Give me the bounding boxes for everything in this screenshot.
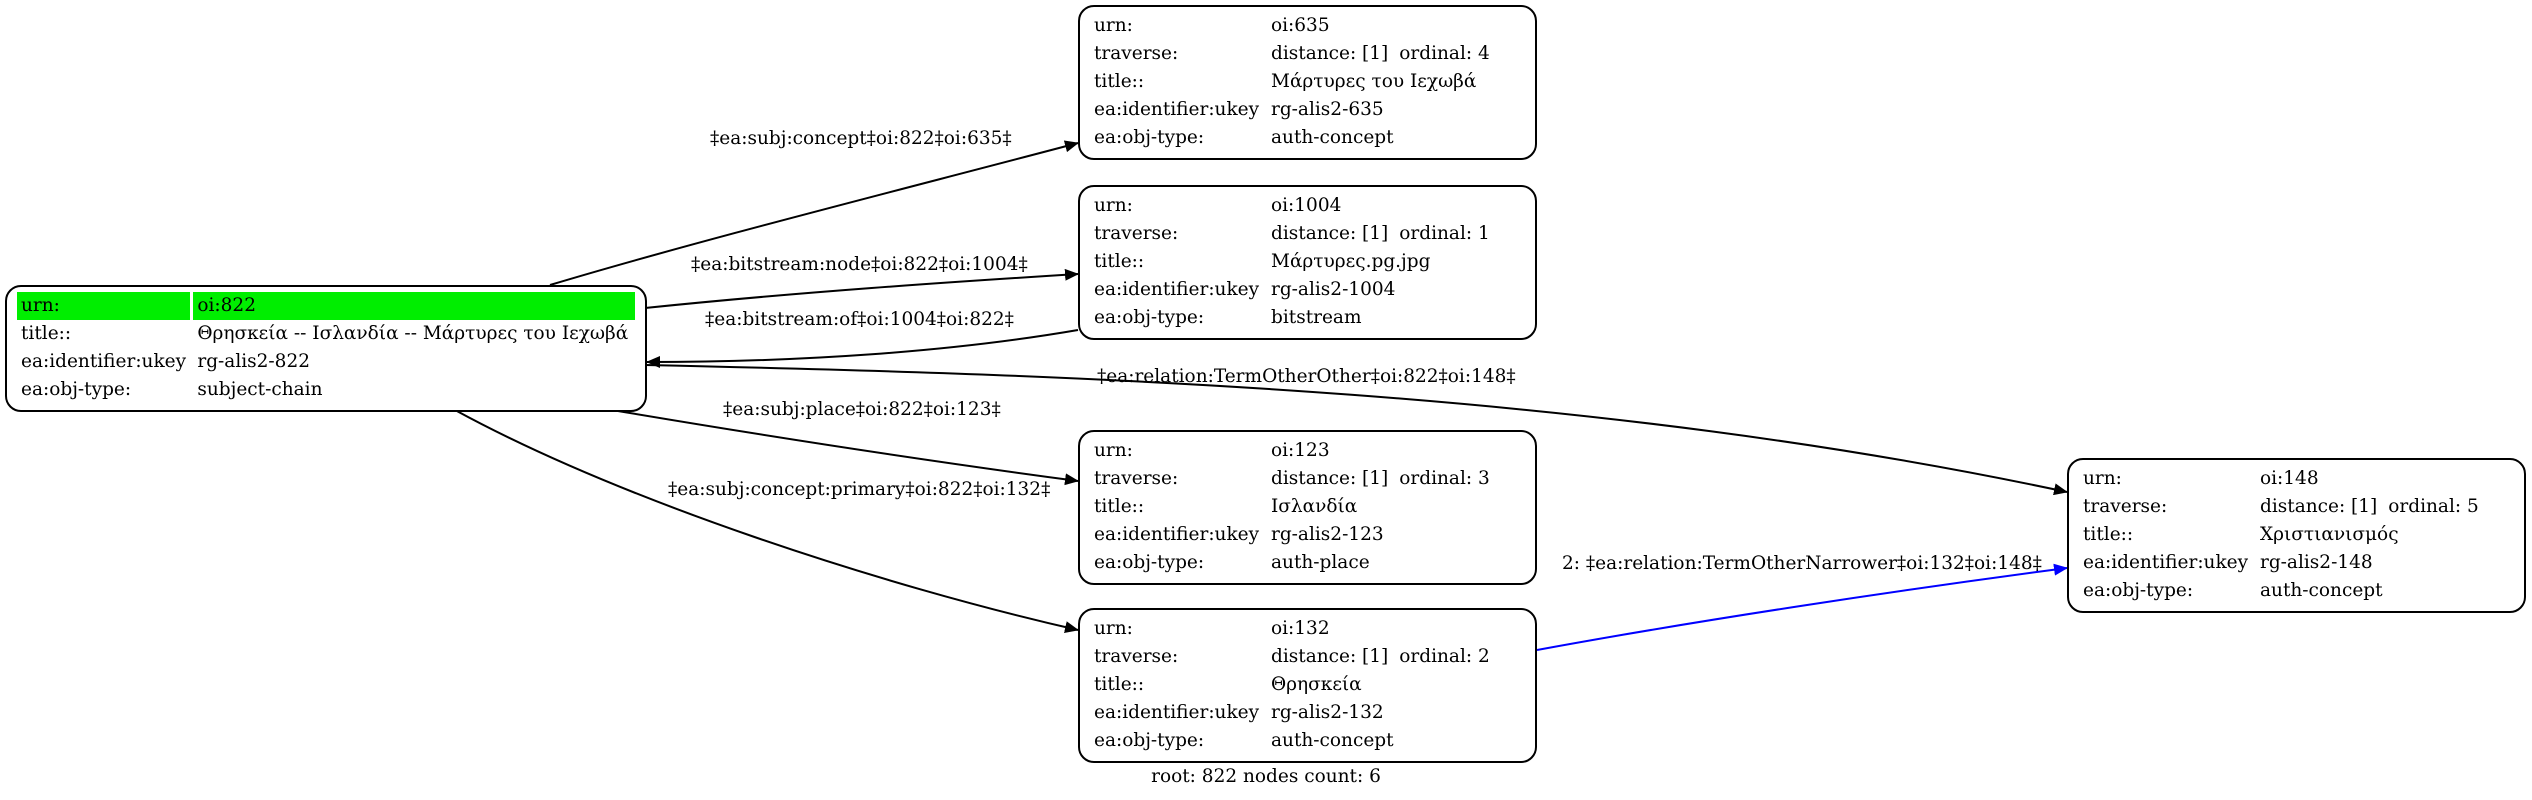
node-123-ukey-key: ea:identifier:ukey xyxy=(1094,524,1260,545)
edge-label-subj-concept-635: ‡ea:subj:concept‡oi:822‡oi:635‡ xyxy=(710,128,1012,149)
node-123-distance: distance: [1] xyxy=(1271,468,1389,489)
node-oi-148[interactable]: urn: oi:148 traverse: distance: [1] ordinal… xyxy=(2067,458,2526,613)
node-1004-ordinal: ordinal: 1 xyxy=(1399,223,1490,244)
node-635-title-value: Μάρτυρες του Ιεχωβά xyxy=(1271,71,1477,92)
node-148-ukey-key: ea:identifier:ukey xyxy=(2083,552,2249,573)
node-148-type-value: auth-concept xyxy=(2260,580,2383,601)
edge-label-subj-concept-primary: ‡ea:subj:concept:primary‡oi:822‡oi:132‡ xyxy=(668,479,1051,500)
node-635-urn-value: oi:635 xyxy=(1271,15,1330,36)
node-123-urn-value: oi:123 xyxy=(1271,440,1330,461)
node-148-table: urn: oi:148 traverse: distance: [1] ordinal… xyxy=(2076,465,2486,605)
node-123-type-value: auth-place xyxy=(1271,552,1370,573)
node-822-ukey-key: ea:identifier:ukey xyxy=(21,351,187,372)
node-822-type-value: subject-chain xyxy=(197,379,323,400)
edge-subj-concept-primary xyxy=(454,409,1079,633)
node-132-ukey-key: ea:identifier:ukey xyxy=(1094,702,1260,723)
node-123-ordinal: ordinal: 3 xyxy=(1399,468,1490,489)
node-148-ordinal: ordinal: 5 xyxy=(2388,496,2479,517)
node-132-ukey-value: rg-alis2-132 xyxy=(1271,702,1384,723)
node-1004-urn-value: oi:1004 xyxy=(1271,195,1342,216)
node-oi-1004[interactable]: urn: oi:1004 traverse: distance: [1] ordina… xyxy=(1078,185,1537,340)
node-1004-title-key: title:: xyxy=(1094,251,1145,272)
node-oi-822[interactable]: urn: oi:822 title:: Θρησκεία -- Ισλανδία… xyxy=(5,285,647,412)
node-822-urn-row: urn: oi:822 xyxy=(17,292,635,320)
edge-bitstream-of xyxy=(646,329,1079,368)
node-148-traverse-key: traverse: xyxy=(2083,496,2168,517)
edge-label-bitstream-of: ‡ea:bitstream:of‡oi:1004‡oi:822‡ xyxy=(705,309,1014,330)
node-635-traverse-key: traverse: xyxy=(1094,43,1179,64)
node-1004-type-key: ea:obj-type: xyxy=(1094,307,1205,328)
edge-subj-concept-635 xyxy=(549,140,1079,286)
edge-relation-other xyxy=(644,364,2068,496)
node-635-urn-key: urn: xyxy=(1094,15,1133,36)
node-822-ukey-value: rg-alis2-822 xyxy=(197,351,310,372)
edge-bitstream-node xyxy=(644,268,1079,309)
node-148-distance: distance: [1] xyxy=(2260,496,2378,517)
node-1004-distance: distance: [1] xyxy=(1271,223,1389,244)
node-132-ordinal: ordinal: 2 xyxy=(1399,646,1490,667)
node-148-title-key: title:: xyxy=(2083,524,2134,545)
node-635-ukey-value: rg-alis2-635 xyxy=(1271,99,1384,120)
node-148-type-key: ea:obj-type: xyxy=(2083,580,2194,601)
node-1004-ukey-value: rg-alis2-1004 xyxy=(1271,279,1396,300)
node-132-urn-value: oi:132 xyxy=(1271,618,1330,639)
node-1004-urn-key: urn: xyxy=(1094,195,1133,216)
node-635-title-key: title:: xyxy=(1094,71,1145,92)
edge-relation-narrower xyxy=(1536,563,2068,651)
node-123-ukey-value: rg-alis2-123 xyxy=(1271,524,1384,545)
edge-label-relation-narrower: 2: ‡ea:relation:TermOtherNarrower‡oi:132… xyxy=(1562,553,2042,574)
node-822-ukey-row: ea:identifier:ukey rg-alis2-822 xyxy=(17,348,635,376)
node-123-table: urn: oi:123 traverse: distance: [1] ordinal… xyxy=(1087,437,1497,577)
node-635-ordinal: ordinal: 4 xyxy=(1399,43,1490,64)
edge-label-bitstream-node: ‡ea:bitstream:node‡oi:822‡oi:1004‡ xyxy=(691,254,1028,275)
node-1004-title-value: Μάρτυρες.pg.jpg xyxy=(1271,251,1431,272)
node-635-type-key: ea:obj-type: xyxy=(1094,127,1205,148)
node-822-title-key: title:: xyxy=(21,323,72,344)
node-123-title-key: title:: xyxy=(1094,496,1145,517)
node-132-table: urn: oi:132 traverse: distance: [1] ordinal… xyxy=(1087,615,1497,755)
node-1004-ukey-key: ea:identifier:ukey xyxy=(1094,279,1260,300)
node-132-traverse-key: traverse: xyxy=(1094,646,1179,667)
node-1004-table: urn: oi:1004 traverse: distance: [1] ordina… xyxy=(1087,192,1497,332)
node-635-distance: distance: [1] xyxy=(1271,43,1389,64)
node-822-urn-value: oi:822 xyxy=(193,292,635,320)
edge-subj-place xyxy=(611,409,1079,486)
node-822-urn-key: urn: xyxy=(17,292,191,320)
node-123-urn-key: urn: xyxy=(1094,440,1133,461)
node-oi-123[interactable]: urn: oi:123 traverse: distance: [1] ordinal… xyxy=(1078,430,1537,585)
node-132-type-key: ea:obj-type: xyxy=(1094,730,1205,751)
node-822-table: urn: oi:822 title:: Θρησκεία -- Ισλανδία… xyxy=(14,292,638,404)
node-123-traverse-key: traverse: xyxy=(1094,468,1179,489)
node-oi-635[interactable]: urn: oi:635 traverse: distance: [1] ordinal… xyxy=(1078,5,1537,160)
node-oi-132[interactable]: urn: oi:132 traverse: distance: [1] ordinal… xyxy=(1078,608,1537,763)
node-822-type-row: ea:obj-type: subject-chain xyxy=(17,376,635,404)
node-123-type-key: ea:obj-type: xyxy=(1094,552,1205,573)
node-1004-type-value: bitstream xyxy=(1271,307,1362,328)
node-132-distance: distance: [1] xyxy=(1271,646,1389,667)
graph-footer: root: 822 nodes count: 6 xyxy=(1151,766,1381,787)
node-822-title-value: Θρησκεία -- Ισλανδία -- Μάρτυρες του Ιεχ… xyxy=(197,323,629,344)
node-148-urn-value: oi:148 xyxy=(2260,468,2319,489)
node-148-urn-key: urn: xyxy=(2083,468,2122,489)
node-635-ukey-key: ea:identifier:ukey xyxy=(1094,99,1260,120)
node-822-type-key: ea:obj-type: xyxy=(21,379,132,400)
edge-label-subj-place: ‡ea:subj:place‡oi:822‡oi:123‡ xyxy=(723,399,1001,420)
node-822-title-row: title:: Θρησκεία -- Ισλανδία -- Μάρτυρες… xyxy=(17,320,635,348)
edge-label-relation-other: ‡ea:relation:TermOtherOther‡oi:822‡oi:14… xyxy=(1097,366,1516,387)
node-1004-traverse-key: traverse: xyxy=(1094,223,1179,244)
node-123-title-value: Ισλανδία xyxy=(1271,496,1358,517)
node-148-ukey-value: rg-alis2-148 xyxy=(2260,552,2373,573)
node-148-title-value: Χριστιανισμός xyxy=(2260,524,2399,545)
node-132-title-value: Θρησκεία xyxy=(1271,674,1362,695)
node-635-type-value: auth-concept xyxy=(1271,127,1394,148)
node-635-table: urn: oi:635 traverse: distance: [1] ordinal… xyxy=(1087,12,1497,152)
node-132-title-key: title:: xyxy=(1094,674,1145,695)
node-132-urn-key: urn: xyxy=(1094,618,1133,639)
node-132-type-value: auth-concept xyxy=(1271,730,1394,751)
